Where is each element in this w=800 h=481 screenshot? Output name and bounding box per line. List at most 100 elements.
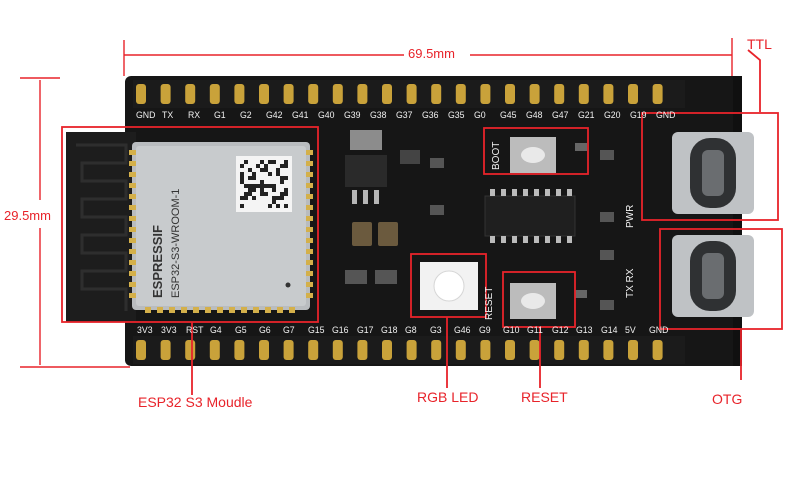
header-pin	[455, 340, 466, 360]
pin-label: G12	[551, 325, 569, 336]
header-pin	[578, 340, 589, 360]
pin-label: G19	[630, 110, 647, 121]
pin-label: G39	[344, 110, 361, 121]
callout-boxes	[61, 49, 783, 395]
header-pin	[455, 84, 466, 104]
header-pin	[529, 340, 540, 360]
header-pin	[160, 340, 171, 360]
top-pin-row	[136, 84, 663, 104]
header-pin	[332, 340, 343, 360]
header-pin	[628, 340, 638, 360]
header-pin	[308, 340, 319, 360]
pin-label: RX	[188, 110, 201, 121]
header-pin	[283, 340, 294, 360]
pwr-label: PWR	[625, 204, 636, 228]
module-callout: ESP32 S3 Moudle	[138, 394, 253, 410]
pin-label: G0	[474, 110, 486, 121]
header-pin	[308, 84, 319, 104]
header-pin	[136, 84, 146, 104]
pin-label: G46	[454, 325, 471, 336]
pin-label: G17	[356, 325, 374, 336]
header-pin	[357, 84, 368, 104]
ttl-callout: TTL	[747, 36, 772, 52]
height-dimension-label: 29.5mm	[4, 208, 51, 223]
pin-label: G45	[500, 110, 517, 121]
pin-label: G10	[503, 325, 520, 336]
pin-label: G40	[318, 110, 335, 121]
pin-label: 5V	[625, 325, 636, 336]
otg-callout: OTG	[712, 391, 743, 407]
voltage-regulator	[345, 155, 387, 187]
pin-label: G4	[210, 325, 222, 336]
pin-label: G8	[405, 325, 418, 336]
uart-chip	[484, 195, 576, 237]
rgb-led-callout: RGB LED	[417, 389, 479, 405]
pin-label: G7	[283, 325, 296, 336]
header-pin	[603, 340, 614, 360]
module-model-label: ESP32-S3-WROOM-1	[170, 188, 182, 298]
pin-label: G47	[552, 110, 569, 121]
header-pin	[406, 340, 417, 360]
header-pin	[480, 340, 491, 360]
header-pin	[209, 84, 220, 104]
header-pin	[554, 84, 565, 104]
pin-label: GND	[649, 325, 669, 336]
header-pin	[160, 84, 171, 104]
header-pin	[357, 340, 368, 360]
pin-label: G13	[576, 325, 593, 336]
module-castellations	[129, 150, 313, 313]
boot-label: BOOT	[491, 141, 502, 170]
module-brand-label: ESPRESSIF	[150, 225, 165, 298]
header-pin	[185, 84, 196, 104]
pin-label: G35	[448, 110, 465, 121]
pin-label: G15	[307, 325, 325, 336]
header-pin	[652, 340, 663, 360]
bottom-pin-row	[136, 340, 663, 360]
pin-label: 3V3	[161, 325, 177, 336]
pin-label: G21	[578, 110, 595, 121]
header-pin	[209, 340, 220, 360]
header-pin	[628, 84, 638, 104]
pin-label: G38	[370, 110, 387, 121]
header-pin	[283, 84, 294, 104]
pin-label: G36	[422, 110, 439, 121]
header-pin	[431, 84, 442, 104]
pin-label: GND	[136, 110, 156, 121]
header-pin	[505, 84, 515, 104]
pin-label: 3V3	[137, 325, 153, 336]
header-pin	[603, 84, 614, 104]
pin-label: G1	[214, 110, 226, 121]
header-pin	[136, 340, 146, 360]
pin-label: G48	[526, 110, 543, 121]
header-pin	[259, 84, 269, 104]
dimension-lines	[20, 38, 733, 368]
header-pin	[578, 84, 589, 104]
header-pin	[554, 340, 565, 360]
header-pin	[259, 340, 269, 360]
pin-label: G5	[234, 325, 247, 336]
pin-label: G14	[600, 325, 618, 336]
header-pin	[185, 340, 196, 360]
pin-label: G20	[604, 110, 621, 121]
header-pin	[234, 84, 245, 104]
header-pin	[382, 340, 392, 360]
pin-label: G41	[292, 110, 309, 121]
pin-label: G11	[527, 325, 544, 336]
header-pin	[431, 340, 442, 360]
pin-label: G2	[240, 110, 252, 121]
header-pin	[382, 84, 392, 104]
pin-label: G6	[259, 325, 271, 336]
pin-label: TX	[162, 110, 174, 121]
pin-label: G3	[429, 325, 442, 336]
pin-label: G37	[396, 110, 413, 121]
header-pin	[652, 84, 663, 104]
pin-label: G16	[332, 325, 349, 336]
header-pin	[529, 84, 540, 104]
header-pin	[406, 84, 417, 104]
header-pin	[505, 340, 515, 360]
width-dimension-label: 69.5mm	[408, 46, 455, 61]
pin-label: G9	[478, 325, 491, 336]
pin-label: GND	[656, 110, 676, 121]
